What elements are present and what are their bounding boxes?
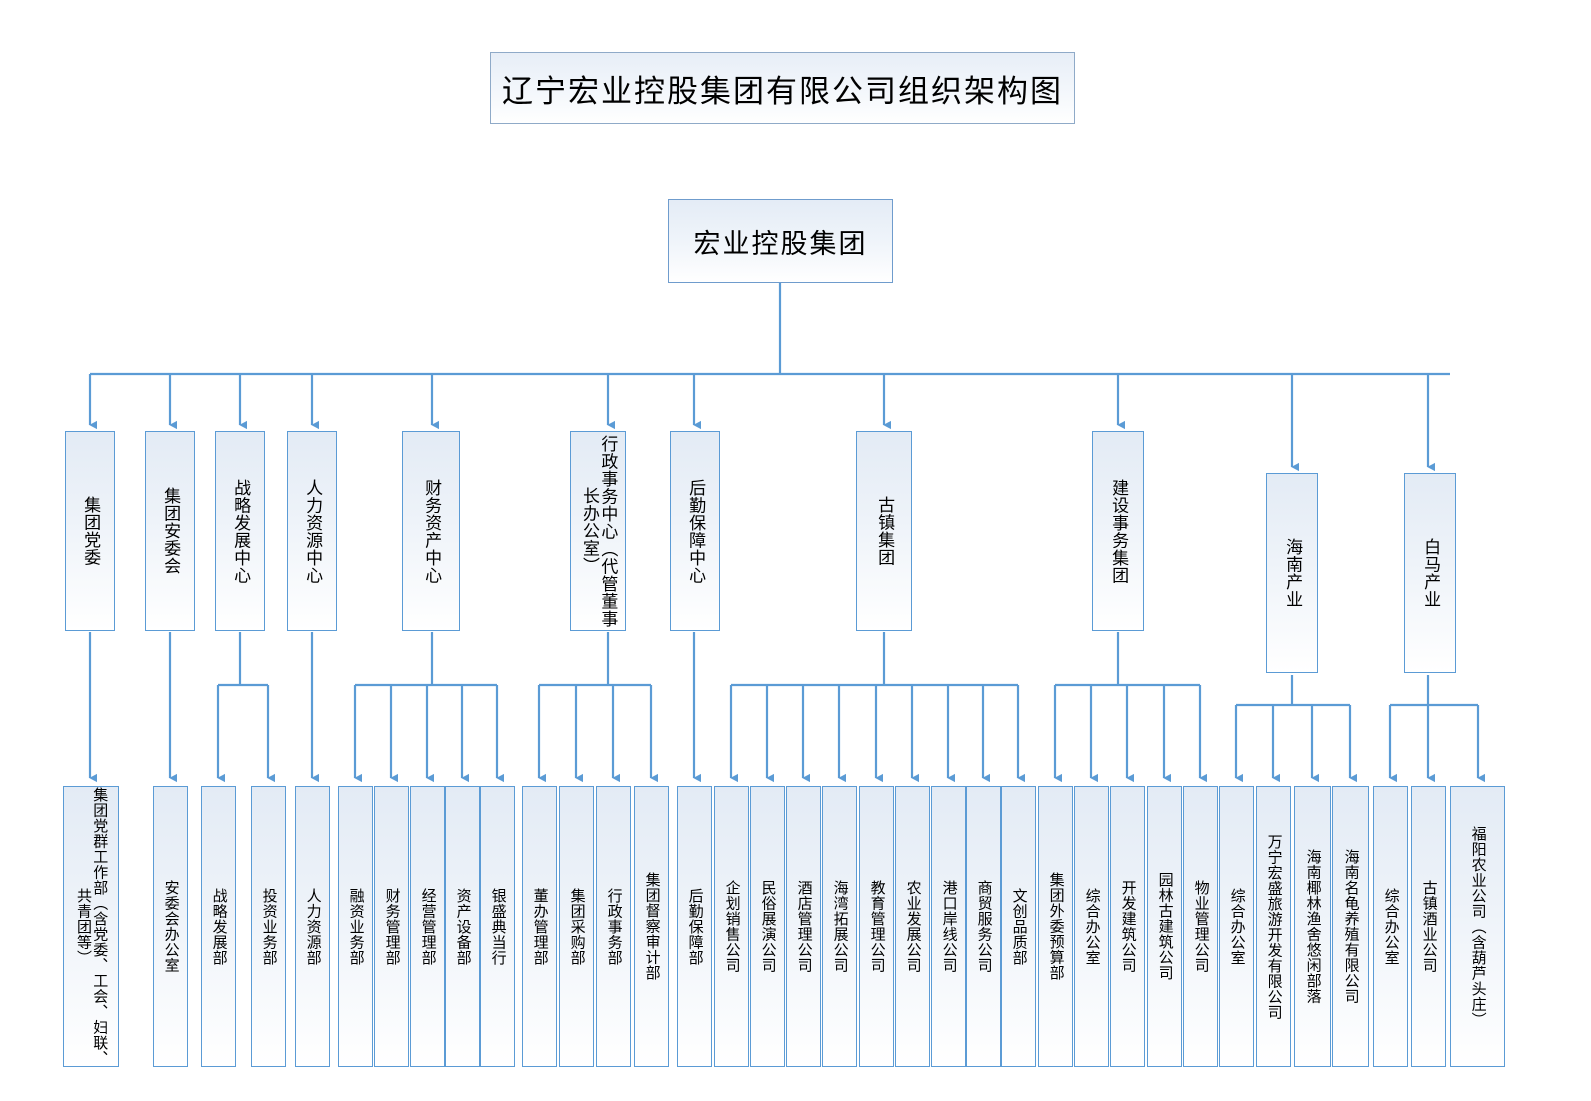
node-label: 白马产业 [1421, 538, 1441, 608]
node-label: 集团党委 [81, 496, 101, 566]
node-l3-party-work-dept[interactable]: 集团党群工作部（含党委、工会、妇联、共青团等） [63, 786, 119, 1067]
node-l3-hainan-coconut-fishing-village[interactable]: 海南椰林渔舍悠闲部落 [1294, 786, 1331, 1067]
node-label: 海南产业 [1283, 538, 1303, 608]
node-l2-admin-affairs-center[interactable]: 行政事务中心（代管董事长办公室） [570, 431, 626, 631]
node-label: 后勤保障部 [686, 887, 704, 966]
node-label: 港口岸线公司 [940, 880, 958, 973]
node-l3-port-shoreline-company[interactable]: 港口岸线公司 [931, 786, 966, 1067]
node-l3-asset-equipment-dept[interactable]: 资产设备部 [445, 786, 480, 1067]
node-l3-investment-dept[interactable]: 投资业务部 [251, 786, 286, 1067]
node-label: 行政事务部 [605, 887, 623, 966]
node-l3-fuyang-agriculture-company[interactable]: 福阳农业公司（含葫芦头庄） [1450, 786, 1505, 1067]
node-l3-audit-inspection-dept[interactable]: 集团督察审计部 [634, 786, 669, 1067]
node-label: 万宁宏盛旅游开发有限公司 [1265, 833, 1283, 1020]
node-label: 集团党群工作部（含党委、工会、妇联、共青团等） [75, 787, 109, 1066]
node-l3-trade-service-company[interactable]: 商贸服务公司 [966, 786, 1001, 1067]
node-l3-bay-development-company[interactable]: 海湾拓展公司 [822, 786, 857, 1067]
node-label: 集团外委预算部 [1047, 872, 1065, 981]
node-l3-logistics-dept[interactable]: 后勤保障部 [677, 786, 712, 1067]
node-label: 战略发展中心 [231, 478, 251, 584]
node-label: 资产设备部 [454, 887, 472, 966]
node-label: 文创品质部 [1010, 887, 1028, 966]
node-l3-property-mgmt-company[interactable]: 物业管理公司 [1183, 786, 1218, 1067]
node-l3-outsourcing-budget-dept[interactable]: 集团外委预算部 [1038, 786, 1073, 1067]
node-label: 宏业控股集团 [693, 228, 868, 259]
node-l3-general-office-construction[interactable]: 综合办公室 [1074, 786, 1109, 1067]
node-l3-cultural-creative-quality-dept[interactable]: 文创品质部 [1001, 786, 1036, 1067]
node-l2-party-committee[interactable]: 集团党委 [65, 431, 115, 631]
node-l3-safety-office[interactable]: 安委会办公室 [153, 786, 188, 1067]
node-label: 海南椰林渔舍悠闲部落 [1304, 849, 1322, 1004]
node-label: 海南名龟养殖有限公司 [1342, 849, 1360, 1004]
node-l2-baima-industry[interactable]: 白马产业 [1404, 473, 1456, 673]
node-label: 后勤保障中心 [686, 478, 706, 584]
node-label: 商贸服务公司 [975, 880, 993, 973]
node-label: 教育管理公司 [868, 880, 886, 973]
node-label: 园林古建筑公司 [1156, 872, 1174, 981]
node-l2-strategy-center[interactable]: 战略发展中心 [215, 431, 265, 631]
node-l3-group-procurement-dept[interactable]: 集团采购部 [559, 786, 594, 1067]
node-label: 海湾拓展公司 [831, 880, 849, 973]
node-l2-construction-group[interactable]: 建设事务集团 [1092, 431, 1144, 631]
node-l2-hr-center[interactable]: 人力资源中心 [287, 431, 337, 631]
node-label: 古镇集团 [875, 496, 895, 566]
node-l2-hainan-industry[interactable]: 海南产业 [1266, 473, 1318, 673]
node-label: 综合办公室 [1382, 887, 1400, 966]
node-label: 开发建筑公司 [1119, 880, 1137, 973]
node-l3-ancient-town-liquor-company[interactable]: 古镇酒业公司 [1411, 786, 1446, 1067]
node-label: 人力资源部 [304, 887, 322, 966]
node-l3-finance-mgmt-dept[interactable]: 财务管理部 [374, 786, 409, 1067]
chart-title-box: 辽宁宏业控股集团有限公司组织架构图 [490, 52, 1075, 124]
node-l3-wanning-hongsheng-tourism-company[interactable]: 万宁宏盛旅游开发有限公司 [1256, 786, 1291, 1067]
node-l3-agriculture-development-company[interactable]: 农业发展公司 [895, 786, 930, 1067]
node-label: 企划销售公司 [723, 880, 741, 973]
node-l3-folk-performance-company[interactable]: 民俗展演公司 [750, 786, 785, 1067]
node-label: 建设事务集团 [1109, 478, 1129, 584]
page-title: 辽宁宏业控股集团有限公司组织架构图 [502, 73, 1063, 109]
node-l3-strategy-dept[interactable]: 战略发展部 [201, 786, 236, 1067]
node-label: 战略发展部 [210, 887, 228, 966]
node-l3-landscape-ancient-architecture-company[interactable]: 园林古建筑公司 [1147, 786, 1182, 1067]
node-label: 银盛典当行 [489, 887, 507, 966]
node-root-group[interactable]: 宏业控股集团 [668, 199, 893, 283]
node-label: 集团安委会 [161, 487, 181, 575]
node-label: 福阳农业公司（含葫芦头庄） [1469, 825, 1487, 1028]
node-label: 投资业务部 [260, 887, 278, 966]
node-label: 人力资源中心 [303, 478, 323, 584]
node-label: 财务资产中心 [422, 478, 442, 584]
node-label: 经营管理部 [419, 887, 437, 966]
node-label: 融资业务部 [347, 887, 365, 966]
node-label: 安委会办公室 [162, 880, 180, 973]
node-l3-general-office-baima[interactable]: 综合办公室 [1373, 786, 1408, 1067]
node-l3-yinshengdian-pawnshop[interactable]: 银盛典当行 [480, 786, 515, 1067]
node-l3-hainan-turtle-breeding-company[interactable]: 海南名龟养殖有限公司 [1332, 786, 1369, 1067]
node-l3-admin-affairs-dept[interactable]: 行政事务部 [596, 786, 631, 1067]
node-l2-safety-committee[interactable]: 集团安委会 [145, 431, 195, 631]
node-label: 酒店管理公司 [795, 880, 813, 973]
node-label: 财务管理部 [383, 887, 401, 966]
node-l3-development-construction-company[interactable]: 开发建筑公司 [1110, 786, 1145, 1067]
node-label: 综合办公室 [1228, 887, 1246, 966]
node-l3-operations-mgmt-dept[interactable]: 经营管理部 [410, 786, 445, 1067]
node-label: 古镇酒业公司 [1420, 880, 1438, 973]
node-l2-logistics-center[interactable]: 后勤保障中心 [670, 431, 720, 631]
node-l3-hr-dept[interactable]: 人力资源部 [295, 786, 330, 1067]
node-label: 行政事务中心（代管董事长办公室） [580, 434, 618, 628]
node-l3-planning-sales-company[interactable]: 企划销售公司 [714, 786, 749, 1067]
node-label: 民俗展演公司 [759, 880, 777, 973]
node-label: 综合办公室 [1083, 887, 1101, 966]
node-l3-hotel-mgmt-company[interactable]: 酒店管理公司 [786, 786, 821, 1067]
node-label: 农业发展公司 [904, 880, 922, 973]
node-l3-financing-dept[interactable]: 融资业务部 [338, 786, 373, 1067]
node-l3-board-office-mgmt-dept[interactable]: 董办管理部 [522, 786, 557, 1067]
node-l2-ancient-town-group[interactable]: 古镇集团 [856, 431, 912, 631]
node-label: 集团采购部 [568, 887, 586, 966]
node-l2-finance-asset-center[interactable]: 财务资产中心 [402, 431, 460, 631]
node-label: 董办管理部 [531, 887, 549, 966]
node-l3-education-mgmt-company[interactable]: 教育管理公司 [859, 786, 894, 1067]
node-l3-general-office-hainan[interactable]: 综合办公室 [1219, 786, 1254, 1067]
node-label: 集团督察审计部 [643, 872, 661, 981]
node-label: 物业管理公司 [1192, 880, 1210, 973]
